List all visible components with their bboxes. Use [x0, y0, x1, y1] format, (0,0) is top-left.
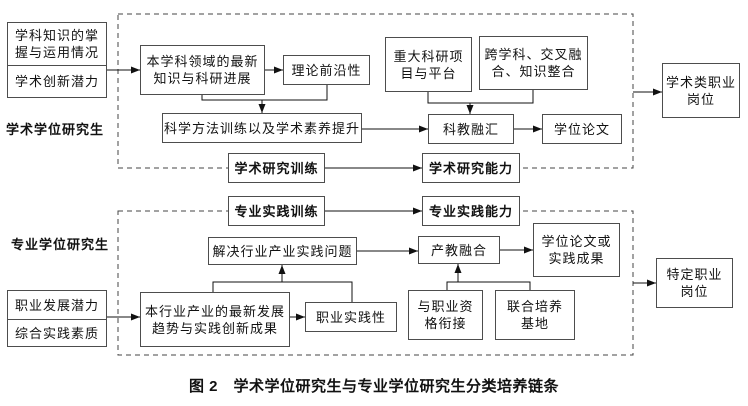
bracket-knowledge-frontier — [201, 85, 328, 101]
node-qualification-link: 与职业资 格衔接 — [408, 290, 483, 340]
node-academic-career: 学术类职业 岗位 — [662, 63, 740, 118]
node-practice-training: 专业实践训练 — [228, 196, 325, 226]
node-interdisciplinary: 跨学科、交叉融 合、知识整合 — [479, 36, 588, 90]
academic-dashed-frame — [117, 13, 634, 169]
node-professional-career: 特定职业 岗位 — [656, 258, 733, 308]
node-major-projects: 重大科研项 目与平台 — [385, 37, 472, 92]
node-practice-ability: 专业实践能力 — [422, 196, 520, 226]
node-latest-trends: 本行业产业的最新发展 趋势与实践创新成果 — [140, 292, 290, 347]
node-occupational-practicality: 职业实践性 — [305, 302, 397, 332]
node-comprehensive-practice-quality: 综合实践素质 — [8, 319, 106, 346]
node-thesis: 学位论文 — [542, 114, 622, 144]
bracket-projects-interdisciplinary — [427, 90, 534, 104]
node-academic-entry-assessment: 学科知识的掌 握与运用情况 学术创新潜力 — [7, 22, 107, 98]
node-industry-edu-integration: 产教融合 — [418, 236, 500, 264]
node-research-training: 学术研究训练 — [228, 153, 325, 183]
bracket-qualification-base — [446, 281, 531, 290]
academic-section-label: 学术学位研究生 — [6, 122, 105, 137]
node-method-training: 科学方法训练以及学术素养提升 — [162, 113, 362, 143]
node-thesis-or-results: 学位论文或 实践成果 — [533, 223, 620, 277]
node-sci-edu-integration: 科教融汇 — [428, 114, 514, 144]
node-professional-entry-assessment: 职业发展潜力 综合实践素质 — [7, 290, 107, 347]
node-joint-base: 联合培养 基地 — [495, 290, 575, 340]
node-subject-knowledge-mastery: 学科知识的掌 握与运用情况 — [14, 28, 99, 60]
professional-section-label: 专业学位研究生 — [11, 237, 110, 252]
node-latest-knowledge: 本学科领域的最新 知识与科研进展 — [140, 45, 265, 95]
node-academic-innovation-potential: 学术创新潜力 — [8, 65, 106, 97]
node-career-development-potential: 职业发展潜力 — [14, 297, 99, 313]
node-theory-frontier: 理论前沿性 — [283, 55, 370, 85]
figure-caption: 图 2 学术学位研究生与专业学位研究生分类培养链条 — [188, 378, 559, 395]
node-solve-problems: 解决行业产业实践问题 — [208, 237, 357, 265]
node-research-ability: 学术研究能力 — [422, 153, 520, 183]
